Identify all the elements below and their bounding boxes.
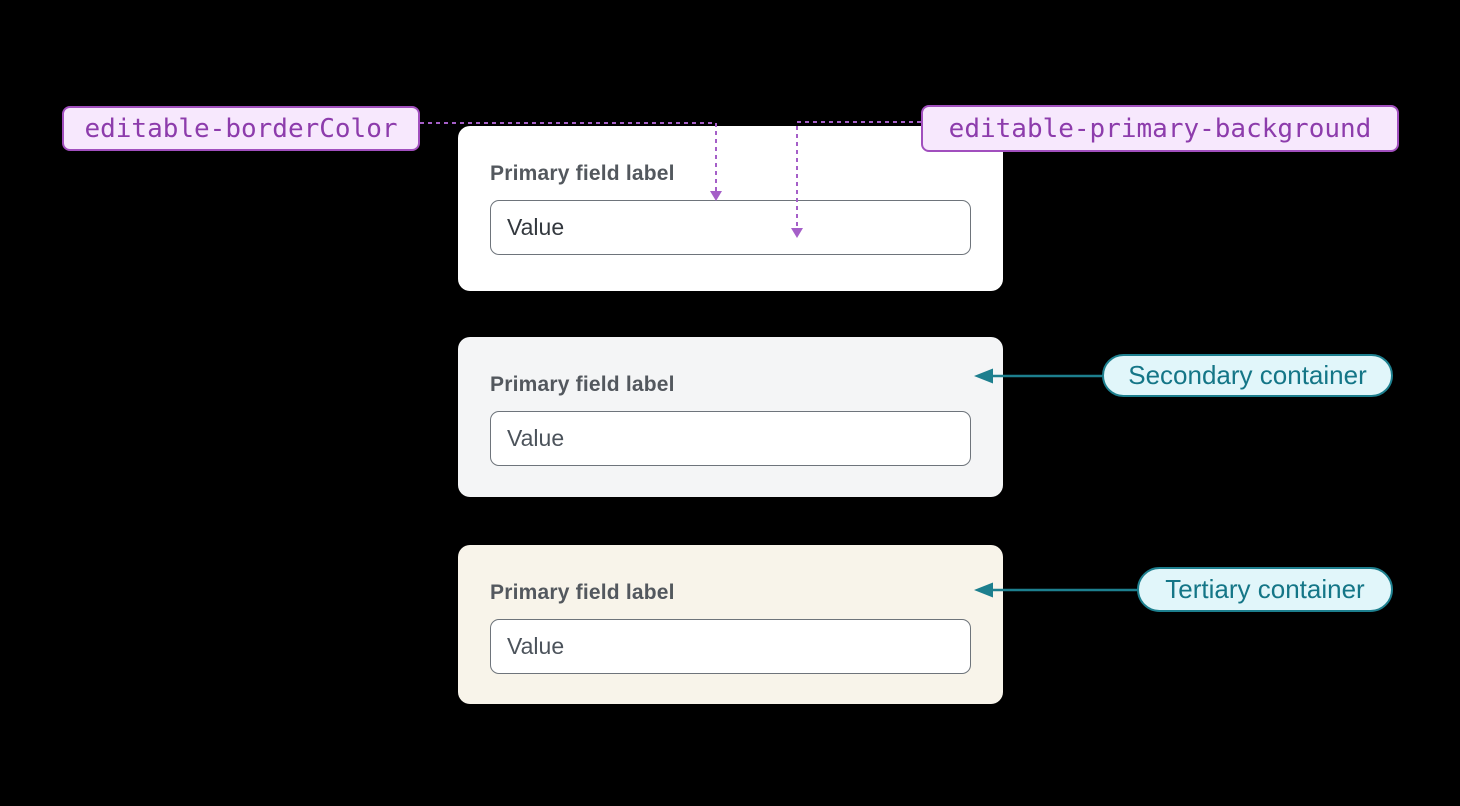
tertiary-field-input[interactable] [490, 619, 971, 674]
secondary-container: Primary field label [458, 337, 1003, 497]
secondary-field-label: Primary field label [490, 373, 675, 396]
tertiary-field-label: Primary field label [490, 581, 675, 604]
tertiary-container-badge: Tertiary container [1137, 567, 1393, 612]
primary-container: Primary field label [458, 126, 1003, 291]
secondary-container-badge: Secondary container [1102, 354, 1393, 397]
token-badge-editable-border-color: editable-borderColor [62, 106, 420, 151]
primary-field-label: Primary field label [490, 162, 675, 185]
primary-field-input[interactable] [490, 200, 971, 255]
token-badge-editable-primary-background: editable-primary-background [921, 105, 1399, 152]
tertiary-container: Primary field label [458, 545, 1003, 704]
secondary-field-input[interactable] [490, 411, 971, 466]
